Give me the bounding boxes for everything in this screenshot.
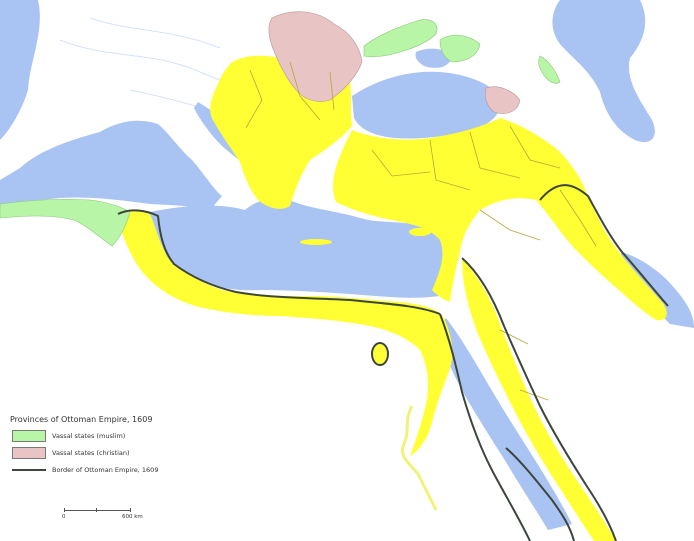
island-cyprus bbox=[409, 228, 431, 236]
legend-item-border: Border of Ottoman Empire, 1609 bbox=[12, 463, 204, 477]
ottoman-arabia bbox=[462, 258, 616, 541]
ottoman-anatolia bbox=[333, 118, 667, 321]
scale-tick-mid bbox=[96, 508, 97, 512]
atlantic-ocean bbox=[0, 0, 40, 140]
scale-label-start: 0 bbox=[62, 514, 66, 520]
legend-item-muslim: Vassal states (muslim) bbox=[12, 429, 204, 443]
oasis bbox=[373, 344, 387, 364]
scale-line bbox=[64, 510, 130, 511]
scale-label-end: 600 km bbox=[122, 514, 143, 520]
ottoman-border bbox=[117, 184, 669, 541]
black-sea bbox=[352, 71, 501, 139]
vassal-caucasus bbox=[538, 55, 561, 84]
swatch-vassal-christian bbox=[12, 447, 46, 459]
legend-label: Vassal states (christian) bbox=[52, 449, 130, 457]
map-legend: Provinces of Ottoman Empire, 1609 Vassal… bbox=[6, 412, 204, 528]
legend-label: Border of Ottoman Empire, 1609 bbox=[52, 466, 159, 474]
swatch-vassal-muslim bbox=[12, 430, 46, 442]
swatch-border-line bbox=[12, 469, 46, 471]
nile-river bbox=[401, 405, 438, 511]
scale-tick-start bbox=[64, 508, 65, 512]
legend-item-christian: Vassal states (christian) bbox=[12, 446, 204, 460]
vassal-crimea-east bbox=[439, 34, 481, 63]
red-sea bbox=[438, 318, 572, 530]
vassal-north-africa bbox=[0, 198, 131, 247]
eastern-mediterranean bbox=[148, 198, 456, 298]
north-sea bbox=[0, 0, 26, 30]
island-crete bbox=[300, 239, 332, 245]
ottoman-north-africa bbox=[118, 210, 453, 456]
scale-bar: 0 600 km bbox=[60, 508, 150, 520]
province-borders bbox=[245, 61, 597, 401]
scale-tick-end bbox=[130, 508, 131, 512]
vassal-georgia bbox=[484, 86, 521, 114]
caspian-sea bbox=[552, 0, 655, 142]
vassal-crimea bbox=[363, 19, 438, 58]
legend-title: Provinces of Ottoman Empire, 1609 bbox=[10, 415, 153, 424]
vassal-moldavia bbox=[268, 11, 363, 102]
legend-label: Vassal states (muslim) bbox=[52, 432, 126, 440]
western-mediterranean bbox=[0, 120, 222, 210]
